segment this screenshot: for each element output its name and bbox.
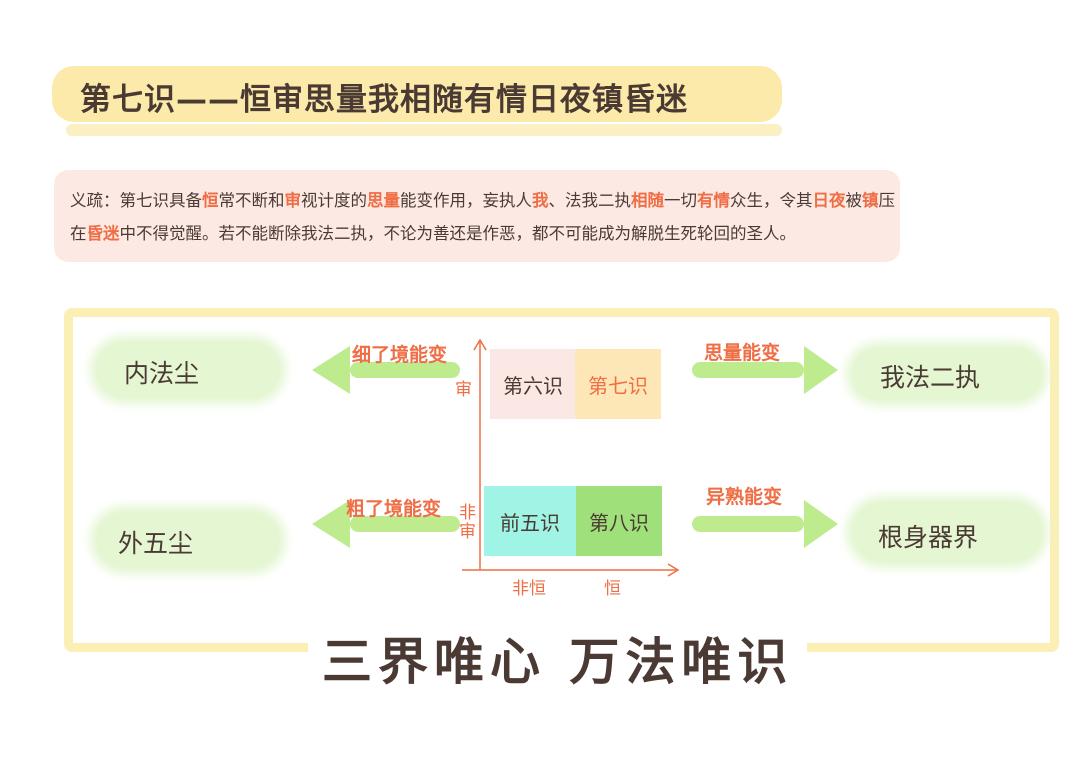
def-highlight: 审	[284, 191, 302, 210]
axis-lines	[462, 338, 680, 577]
def-text-part: 被	[845, 191, 863, 210]
def-highlight: 思量	[367, 191, 400, 210]
def-text-part: 众生，令其	[730, 191, 813, 210]
motto-text: 三界唯心 万法唯识	[308, 622, 808, 694]
def-highlight: 我	[532, 191, 549, 210]
def-text-part: 一切	[664, 191, 697, 210]
def-text-part: 压在	[70, 191, 895, 243]
arrow-right-ripening	[692, 500, 838, 548]
y-axis-label-top: 审	[455, 380, 472, 400]
def-text-part: 、法我二执	[548, 191, 632, 210]
cell-seventh-consciousness: 第七识	[575, 349, 661, 419]
def-highlight: 有情	[697, 191, 730, 210]
cloud-inner-dharma-dust	[96, 342, 280, 398]
page-title: 第七识——恒审思量我相随有情日夜镇昏迷	[80, 82, 688, 118]
cell-sixth-consciousness: 第六识	[490, 349, 576, 419]
arrow-label-top-left: 细了境能变	[352, 344, 448, 366]
def-text-part: 能变作用，妄执人	[400, 191, 532, 210]
def-text-part: 常不断和	[218, 191, 285, 210]
arrow-right-thinking	[692, 346, 838, 394]
definition-text: 义疏：第七识具备恒常不断和审视计度的思量能变作用，妄执人我、法我二执相随一切有情…	[70, 184, 900, 250]
arrow-label-bottom-left: 粗了境能变	[346, 498, 442, 520]
cloud-label-top-right: 我法二执	[880, 363, 981, 392]
def-text-part: 中不得觉醒。若不能断除我法二执，不论为善还是作恶，都不可能成为解脱生死轮回的圣人…	[119, 224, 797, 243]
cloud-label-bottom-left: 外五尘	[118, 529, 194, 558]
cell-first-five-consciousnesses: 前五识	[484, 486, 576, 556]
cloud-label-top-left: 内法尘	[124, 359, 200, 388]
def-highlight: 昏迷	[86, 224, 120, 243]
cloud-outer-five-dusts	[96, 512, 280, 568]
def-highlight: 日夜	[812, 191, 846, 210]
arrow-label-top-right: 思量能变	[704, 342, 781, 364]
cell-eighth-consciousness: 第八识	[576, 486, 662, 556]
def-text-part: 视计度的	[301, 191, 367, 210]
def-highlight: 恒	[202, 191, 219, 210]
x-axis-label-right: 恒	[604, 579, 621, 599]
title-highlight-band	[52, 66, 782, 122]
x-axis-label-left: 非恒	[512, 579, 546, 599]
cloud-label-bottom-right: 根身器界	[878, 523, 979, 552]
def-text-part: 义疏：第七识具备	[70, 191, 202, 210]
arrow-left-coarse	[312, 500, 460, 548]
definition-box	[54, 170, 900, 262]
def-highlight: 镇	[862, 191, 879, 210]
arrow-left-fine	[312, 346, 460, 394]
cloud-body-and-world	[852, 502, 1042, 562]
arrow-label-bottom-right: 异熟能变	[706, 486, 783, 508]
y-axis-label-bottom: 非审	[459, 503, 476, 542]
def-highlight: 相随	[631, 191, 664, 210]
title-underline	[66, 124, 782, 136]
cloud-two-attachments	[852, 348, 1042, 400]
